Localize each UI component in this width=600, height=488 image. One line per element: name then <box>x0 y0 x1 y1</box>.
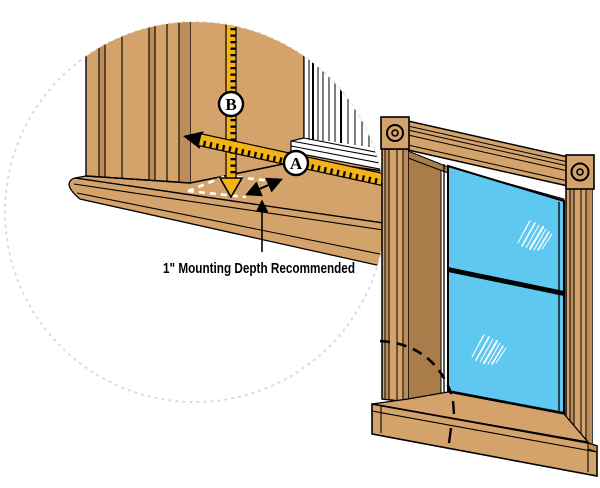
left-casing <box>381 148 409 403</box>
window-sash-closeup <box>290 39 385 171</box>
sill-end-cap <box>587 442 598 453</box>
right-casing <box>565 186 593 449</box>
mounting-depth-caption: 1" Mounting Depth Recommended <box>163 260 355 277</box>
label-b-badge: B <box>217 90 245 118</box>
depth-double-arrow <box>245 177 283 197</box>
window-casing-closeup <box>85 22 191 184</box>
rosette-top-right <box>565 154 595 190</box>
label-b-text: B <box>225 95 236 114</box>
label-a-text: A <box>290 154 303 173</box>
magnifier-circle: B A <box>4 21 386 403</box>
sash-stile-lines <box>443 164 560 414</box>
magnified-region-dashed-arc <box>379 339 456 444</box>
label-a-badge: A <box>282 149 310 177</box>
tape-b-arrowhead <box>218 177 244 199</box>
window-sill <box>371 391 598 477</box>
window-illustration <box>371 116 598 477</box>
jamb-reveal-left <box>407 150 442 400</box>
rosette-top-left <box>380 116 410 150</box>
meeting-rail <box>448 267 564 296</box>
